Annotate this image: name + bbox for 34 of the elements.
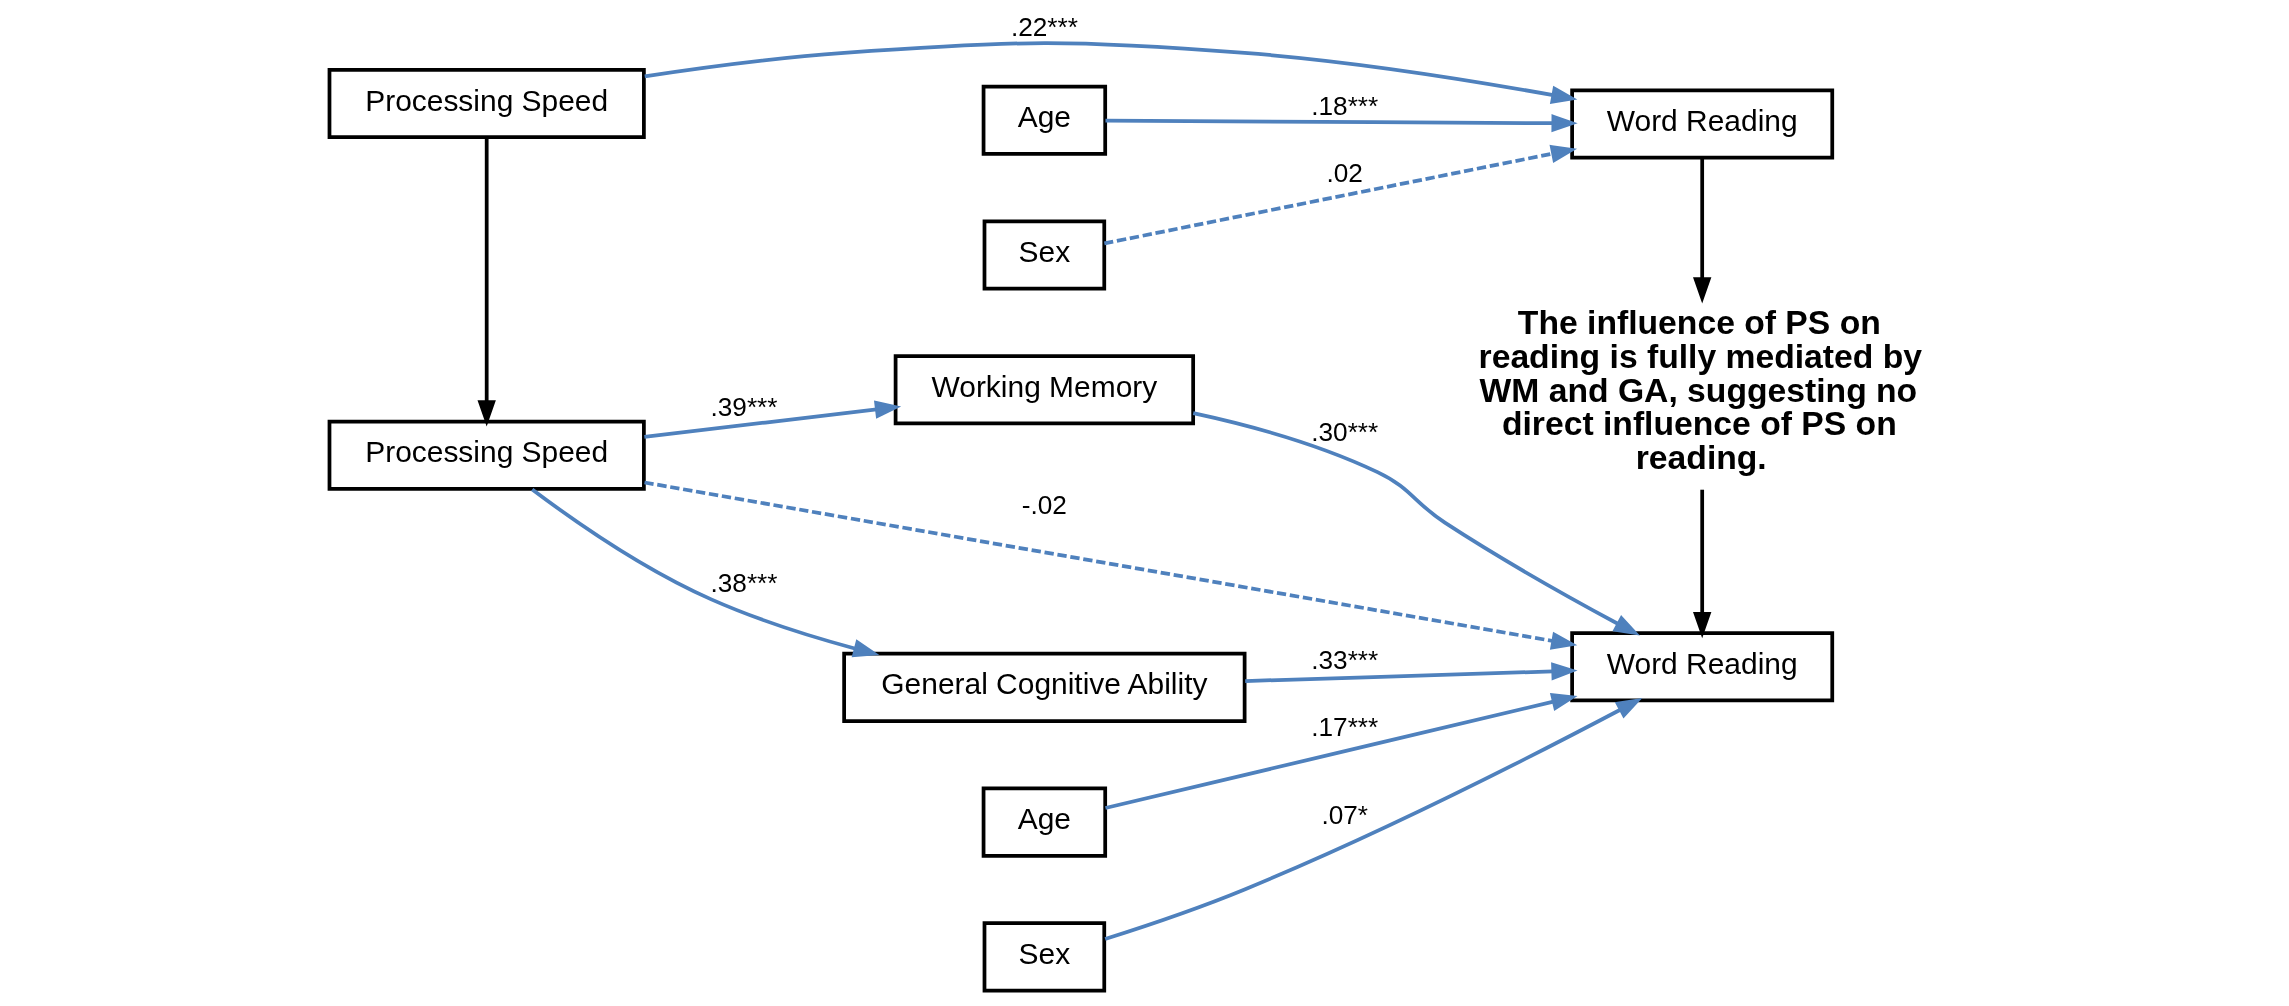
arrow [644, 480, 1578, 650]
arrow [1693, 489, 1712, 639]
arrow [1105, 114, 1578, 133]
node-box: Age [981, 786, 1108, 858]
arrow [1105, 693, 1578, 810]
edge-label: .30*** [1311, 416, 1379, 447]
node-box: Age [981, 84, 1108, 156]
arrow [477, 137, 496, 427]
edge-label: .33*** [1311, 645, 1379, 675]
node-box: Word Reading [1570, 88, 1835, 160]
edge-label: .02 [1326, 158, 1363, 189]
node-box: Processing Speed [327, 67, 646, 139]
node-box: Processing Speed [327, 419, 646, 491]
edge-label: .07* [1321, 800, 1369, 831]
edge-label: -.02 [1021, 489, 1067, 520]
arrow [1104, 698, 1643, 941]
arrow [644, 400, 902, 439]
arrow [1192, 411, 1640, 636]
arrow [1103, 144, 1578, 246]
node-box: Sex [982, 219, 1107, 291]
arrow [1693, 157, 1712, 304]
node-box: Working Memory [893, 354, 1196, 426]
node-box: Word Reading [1570, 631, 1835, 703]
node-box: Sex [982, 921, 1107, 993]
edge-label: .18*** [1311, 91, 1379, 122]
edge-label: .22*** [1010, 12, 1078, 43]
edge-label: .17*** [1311, 712, 1379, 743]
node-text: The influence of PS on reading is fully mediated by WM and GA, suggesting no direct influence of PS on reading. [1478, 304, 1923, 477]
arrow [644, 41, 1578, 104]
arrow [1245, 662, 1578, 683]
arrow [531, 488, 880, 658]
node-box: General Cognitive Ability [842, 651, 1247, 723]
edge-label: .39*** [710, 392, 778, 423]
edge-label: .38*** [710, 568, 778, 599]
